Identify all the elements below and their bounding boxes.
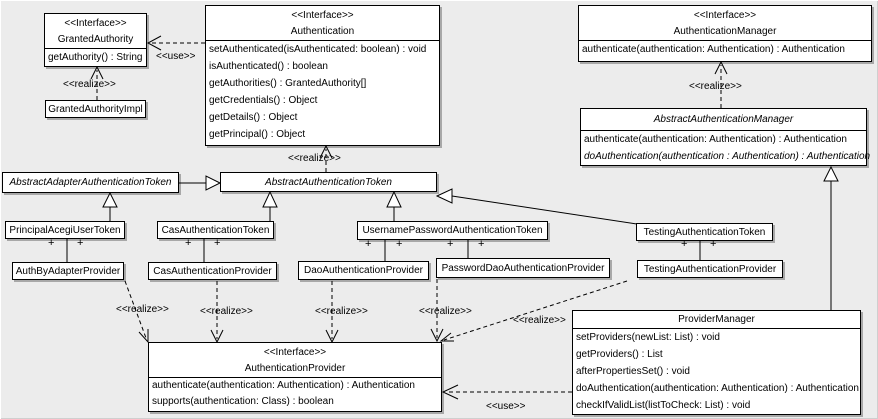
class-abstract-authentication-manager: AbstractAuthenticationManager authentica…: [580, 108, 871, 166]
class-auth-by-adapter-provider: AuthByAdapterProvider: [12, 262, 124, 280]
class-name: CasAuthenticationToken: [161, 224, 270, 236]
class-name: AbstractAdapterAuthenticationToken: [9, 177, 172, 188]
class-name: AuthByAdapterProvider: [15, 265, 121, 277]
class-name: AbstractAuthenticationManager: [653, 114, 794, 125]
class-principal-acegi-user-token: PrincipalAcegiUserToken: [5, 221, 125, 239]
class-authentication-provider: <<Interface>> AuthenticationProvider aut…: [148, 342, 442, 412]
edge-label-realize: <<realize>>: [689, 81, 742, 92]
class-name: TestingAuthenticationToken: [643, 226, 766, 238]
class-name: PrincipalAcegiUserToken: [9, 224, 121, 236]
method: setAuthenticated(isAuthenticated: boolea…: [209, 44, 427, 55]
class-testing-authentication-token: TestingAuthenticationToken: [636, 223, 773, 241]
method: isAuthenticated() : boolean: [209, 61, 328, 72]
method: getDetails() : Object: [209, 112, 298, 123]
class-name: PasswordDaoAuthenticationProvider: [441, 262, 605, 274]
class-name: AuthenticationManager: [673, 26, 777, 37]
edge-label-realize: <<realize>>: [288, 153, 341, 164]
edge-generalization-principal-to-abstract-adapter-token: [102, 191, 118, 221]
class-password-dao-authentication-provider: PasswordDaoAuthenticationProvider: [436, 258, 610, 278]
multiplicity-plus: +: [396, 238, 403, 250]
method: supports(authentication: Class) : boolea…: [152, 396, 334, 407]
method: getAuthorities() : GrantedAuthority[]: [209, 78, 367, 89]
class-name: AuthenticationProvider: [244, 363, 346, 374]
class-granted-authority: <<Interface>> GrantedAuthority getAuthor…: [44, 13, 147, 67]
method: doAuthentication(authentication : Authen…: [584, 151, 871, 162]
class-name: AbstractAuthenticationToken: [265, 176, 392, 188]
class-dao-authentication-provider: DaoAuthenticationProvider: [298, 261, 429, 280]
edge-generalization-provider-manager-to-abstract-authentication-manager: [823, 165, 839, 310]
multiplicity-plus: +: [77, 237, 84, 249]
stereotype-label: <<Interface>>: [64, 18, 127, 29]
class-name: GrantedAuthority: [57, 34, 134, 45]
multiplicity-plus: +: [681, 238, 688, 250]
multiplicity-plus: +: [185, 237, 192, 249]
class-authentication-manager: <<Interface>> AuthenticationManager auth…: [578, 5, 872, 62]
method: getCredentials() : Object: [209, 95, 318, 106]
class-name: Authentication: [290, 26, 355, 37]
method: afterPropertiesSet() : void: [576, 366, 690, 377]
class-name: DaoAuthenticationProvider: [304, 265, 423, 276]
method: authenticate(authentication: Authenticat…: [582, 44, 845, 55]
method: getPrincipal() : Object: [209, 129, 306, 140]
method: getAuthority() : String: [48, 52, 143, 63]
edge-use-authentication-to-granted-authority: [146, 35, 205, 51]
class-abstract-adapter-authentication-token: AbstractAdapterAuthenticationToken: [2, 172, 179, 193]
method: checkIfValidList(listToCheck: List) : vo…: [576, 400, 751, 411]
class-name: UsernamePasswordAuthenticationToken: [362, 225, 543, 236]
edge-label-realize: <<realize>>: [513, 315, 566, 326]
edge-generalization-username-password-token-to-abstract-token: [386, 190, 402, 221]
class-name: CasAuthenticationProvider: [153, 265, 272, 277]
edge-label-realize: <<realize>>: [419, 306, 472, 317]
edge-use-provider-manager-to-authentication-provider: [441, 384, 572, 400]
class-authentication: <<Interface>> Authentication setAuthenti…: [205, 5, 440, 146]
class-name: ProviderManager: [678, 314, 755, 325]
class-testing-authentication-provider: TestingAuthenticationProvider: [637, 260, 783, 278]
class-abstract-authentication-token: AbstractAuthenticationToken: [220, 172, 437, 192]
multiplicity-plus: +: [710, 238, 717, 250]
class-provider-manager: ProviderManager setProviders(newList: Li…: [572, 310, 861, 415]
multiplicity-plus: +: [365, 238, 372, 250]
edge-label-realize: <<realize>>: [315, 306, 368, 317]
method: doAuthentication(authentication: Authent…: [576, 383, 859, 394]
class-granted-authority-impl: GrantedAuthorityImpl: [45, 100, 146, 118]
method: authenticate(authentication: Authenticat…: [584, 134, 847, 145]
class-cas-authentication-token: CasAuthenticationToken: [157, 221, 274, 239]
edge-label-realize: <<realize>>: [63, 79, 116, 90]
edge-generalization-testing-token-to-abstract-token: [435, 188, 638, 225]
method: getProviders() : List: [576, 349, 663, 360]
stereotype-label: <<Interface>>: [263, 347, 327, 358]
stereotype-label: <<Interface>>: [291, 10, 354, 21]
method: authenticate(authentication: Authenticat…: [152, 380, 415, 391]
method: setProviders(newList: List) : void: [576, 332, 720, 343]
multiplicity-plus: +: [447, 238, 454, 250]
edge-label-use: <<use>>: [486, 401, 526, 412]
class-name: TestingAuthenticationProvider: [643, 263, 777, 275]
class-cas-authentication-provider: CasAuthenticationProvider: [148, 262, 277, 280]
edge-generalization-abstract-adapter-to-abstract-token: [179, 175, 222, 191]
multiplicity-plus: +: [478, 238, 485, 250]
edge-generalization-cas-token-to-abstract-token: [262, 190, 278, 221]
edge-label-use: <<use>>: [156, 51, 196, 62]
stereotype-label: <<Interface>>: [693, 10, 757, 21]
class-name: GrantedAuthorityImpl: [48, 103, 143, 115]
edge-label-realize: <<realize>>: [116, 304, 169, 315]
edge-label-realize: <<realize>>: [200, 306, 253, 317]
multiplicity-plus: +: [48, 237, 55, 249]
multiplicity-plus: +: [214, 237, 221, 249]
